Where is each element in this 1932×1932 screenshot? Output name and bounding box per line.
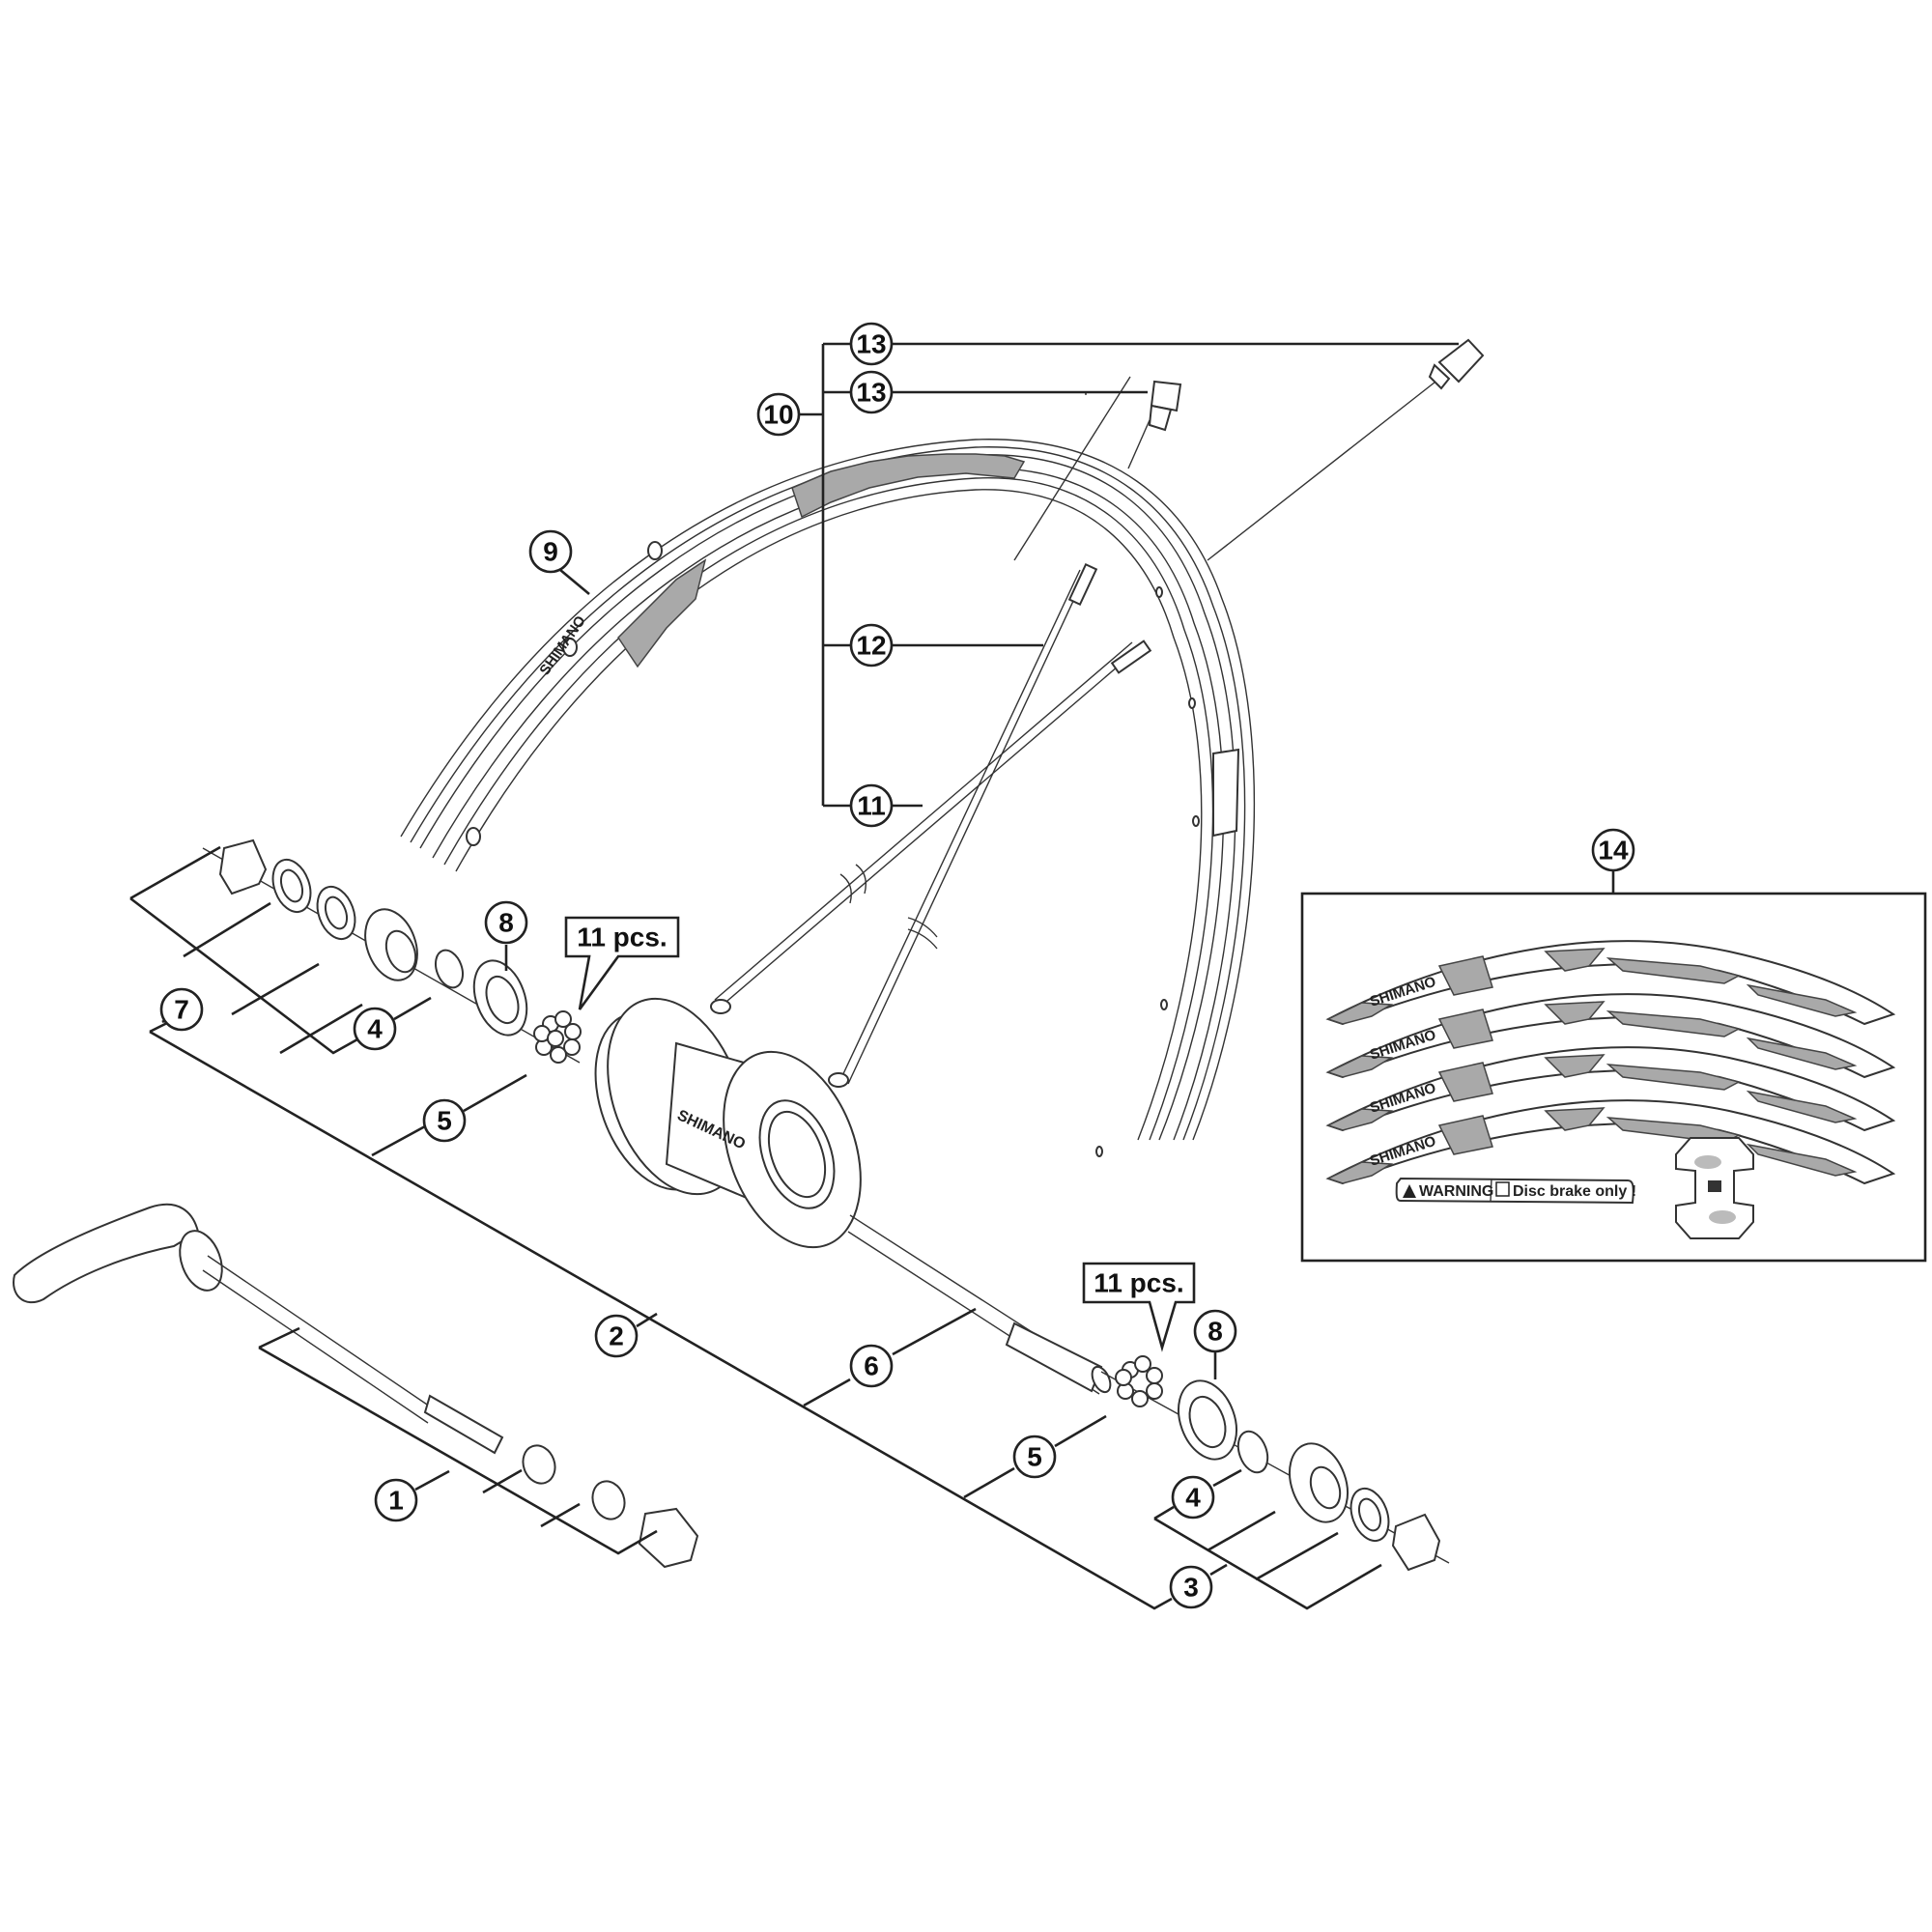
right-bearing-stack [1100, 1355, 1450, 1572]
svg-text:13: 13 [856, 378, 886, 408]
warning-sticker: WARNING Disc brake only ! [1395, 1177, 1636, 1205]
svg-text:13: 13 [856, 329, 886, 359]
callout-12: 12 [849, 623, 894, 668]
rim-decal-2: SHIMANO [1325, 993, 1896, 1079]
left-bearing-stack [202, 838, 582, 1064]
svg-text:11: 11 [857, 791, 886, 821]
svg-text:11 pcs.: 11 pcs. [1094, 1268, 1183, 1298]
callout-13-top: 13 [849, 322, 894, 366]
nipples [1148, 338, 1485, 432]
callout-5-left: 5 [422, 1098, 467, 1143]
svg-text:Disc brake only !: Disc brake only ! [1513, 1183, 1636, 1200]
spokes [710, 376, 1440, 1088]
callout-2: 2 [594, 1314, 639, 1358]
svg-text:WARNING: WARNING [1419, 1183, 1493, 1200]
callout-8-right: 8 [1193, 1309, 1237, 1353]
qty-label-left: 11 pcs. [564, 916, 680, 1010]
svg-text:4: 4 [367, 1014, 383, 1044]
callout-6: 6 [849, 1344, 894, 1388]
svg-text:11 pcs.: 11 pcs. [577, 923, 667, 952]
warning-triangle-icon [1403, 1184, 1416, 1198]
svg-text:10: 10 [763, 400, 793, 430]
callout-11: 11 [849, 783, 894, 828]
rim: SHIMANO [400, 439, 1256, 1157]
svg-text:1: 1 [388, 1486, 404, 1516]
svg-text:8: 8 [498, 908, 514, 938]
svg-text:8: 8 [1208, 1317, 1223, 1347]
decal-kit-panel: SHIMANO SHIMANO SHIMANO SH [1300, 892, 1927, 1263]
svg-text:14: 14 [1598, 836, 1629, 866]
leader-lines [129, 342, 1615, 1610]
svg-text:9: 9 [543, 537, 558, 567]
callout-7: 7 [159, 987, 204, 1032]
quick-release [13, 1203, 699, 1569]
svg-text:6: 6 [864, 1351, 879, 1381]
svg-text:5: 5 [1027, 1442, 1042, 1472]
callout-13-second: 13 [849, 370, 894, 414]
callout-3: 3 [1169, 1565, 1213, 1609]
callout-1: 1 [374, 1478, 418, 1522]
tech-label [1675, 1137, 1754, 1239]
svg-text:2: 2 [609, 1321, 624, 1351]
svg-text:3: 3 [1183, 1573, 1199, 1603]
callout-5-right: 5 [1012, 1435, 1057, 1479]
callout-8-left: 8 [484, 900, 528, 945]
svg-text:5: 5 [437, 1106, 452, 1136]
callout-4-left: 4 [353, 1007, 397, 1051]
hub-body: SHIMANO [594, 997, 862, 1249]
callout-4-right: 4 [1171, 1475, 1215, 1520]
callout-9: 9 [528, 529, 573, 574]
svg-text:12: 12 [856, 631, 886, 661]
manual-book-icon [1495, 1181, 1510, 1197]
axle [847, 1214, 1112, 1395]
callout-14: 14 [1591, 828, 1635, 872]
svg-text:4: 4 [1185, 1483, 1201, 1513]
svg-text:7: 7 [174, 995, 189, 1025]
qty-label-right: 11 pcs. [1082, 1262, 1196, 1352]
callout-10: 10 [756, 392, 801, 437]
